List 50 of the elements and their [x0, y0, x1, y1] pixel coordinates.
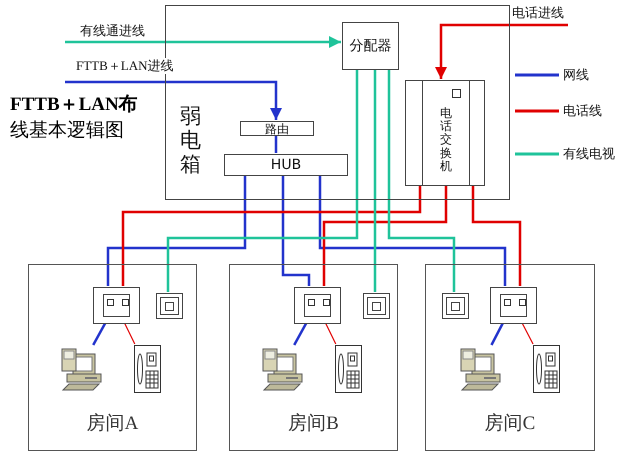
legend-label: 电话线	[563, 103, 602, 120]
room-label: 房间B	[287, 412, 340, 436]
telephone-icon	[533, 345, 560, 393]
room-box	[425, 264, 595, 451]
device-box	[342, 22, 399, 70]
cable-line	[274, 135, 278, 153]
wall-socket-panel	[93, 287, 140, 324]
room-box	[229, 264, 398, 451]
device-box	[224, 154, 348, 176]
diagram-title: FTTB＋LAN布线基本逻辑图	[10, 93, 139, 143]
cable-line	[318, 175, 506, 286]
cable-line	[282, 175, 310, 286]
room-box	[28, 264, 197, 451]
switch-label: 电话交换机	[440, 107, 452, 173]
cable-line	[388, 69, 456, 292]
cable-line	[65, 36, 341, 48]
cabinet-heading: 弱电箱	[180, 104, 201, 176]
cable-line	[293, 322, 308, 346]
cable-line	[106, 175, 246, 286]
tv-socket	[363, 293, 390, 319]
cable-line	[325, 322, 336, 344]
edge-label: 电话进线	[512, 5, 564, 21]
cable-line	[472, 185, 522, 286]
device-label: 路由	[265, 122, 289, 134]
device-box	[240, 121, 314, 136]
cable-line	[122, 185, 422, 286]
tv-socket	[156, 293, 183, 319]
cable-line	[166, 69, 358, 292]
telephone-icon	[134, 345, 161, 393]
room-label: 房间A	[86, 412, 140, 436]
legend-label: 网线	[563, 67, 589, 84]
cable-line	[490, 322, 504, 346]
phone-switch-box	[405, 80, 485, 186]
telephone-icon	[335, 345, 362, 393]
tv-socket	[442, 293, 469, 319]
wall-socket-panel	[294, 287, 341, 324]
device-label: HUB	[270, 158, 302, 172]
room-label: 房间C	[484, 412, 536, 436]
cable-line	[322, 185, 448, 286]
cable-line	[435, 24, 568, 79]
legend-label: 有线电视	[563, 146, 615, 163]
cable-line	[124, 322, 136, 344]
wall-socket-panel	[490, 287, 537, 324]
edge-label: 有线通进线	[80, 23, 145, 39]
edge-label: FTTB＋LAN进线	[76, 58, 174, 74]
cable-line	[522, 322, 534, 344]
cable-line	[92, 322, 106, 346]
cable-line	[374, 69, 376, 292]
device-label: 分配器	[350, 39, 392, 53]
cable-line	[65, 80, 282, 120]
